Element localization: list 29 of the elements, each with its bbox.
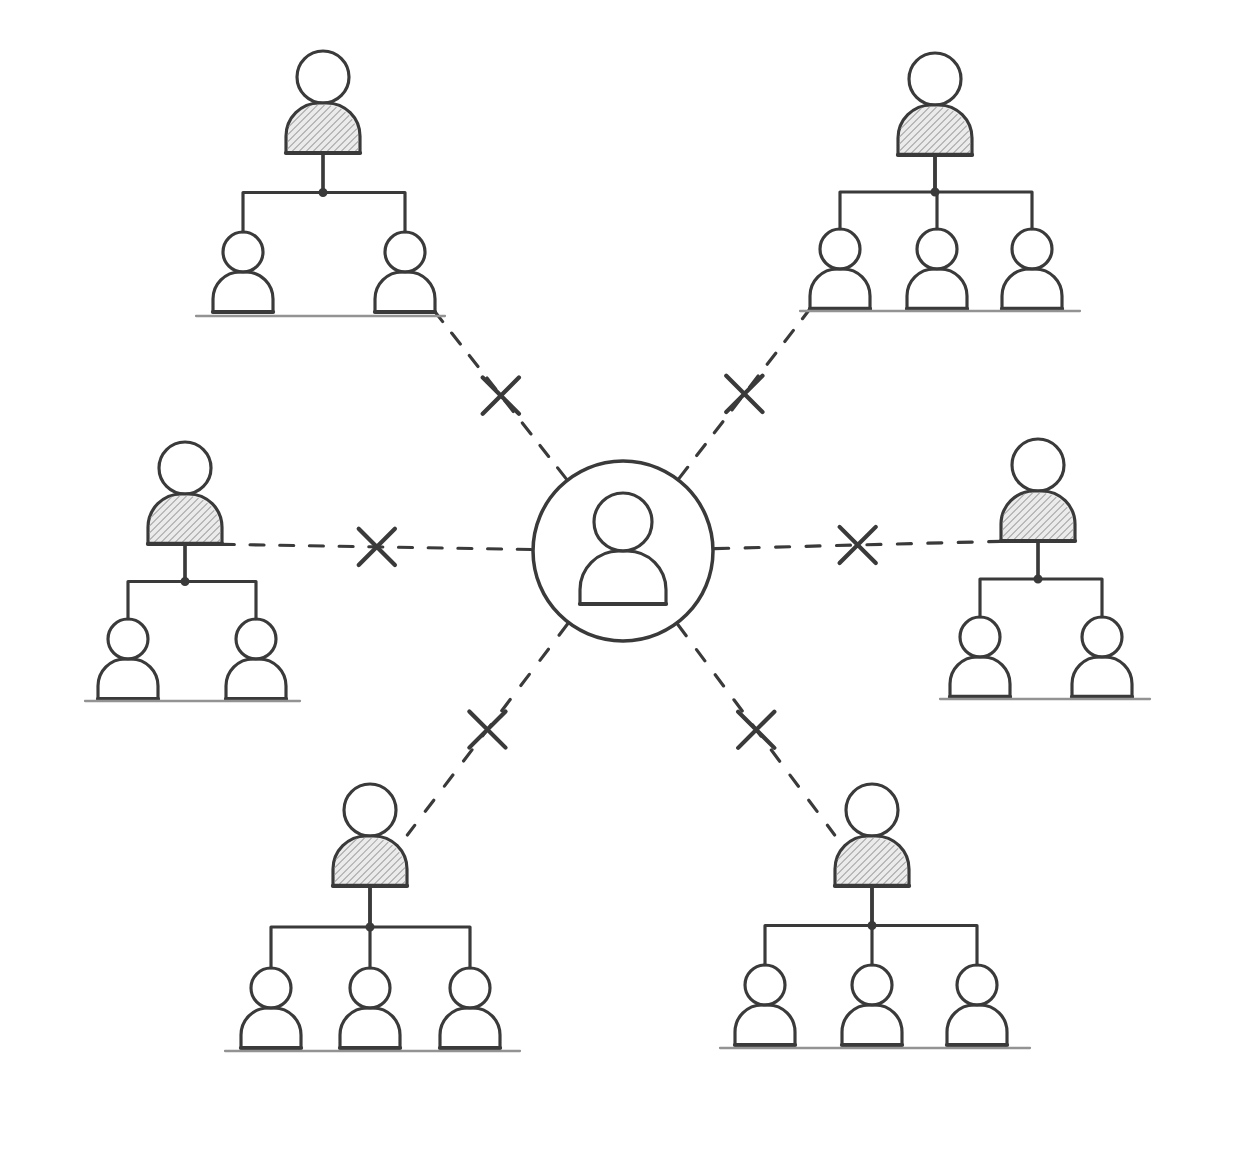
person-icon [999, 227, 1065, 312]
person-icon [223, 617, 289, 702]
person-icon [437, 966, 503, 1051]
dashed-line [677, 307, 812, 480]
person-icon [372, 230, 438, 315]
person-icon [807, 227, 873, 312]
person-icon [839, 963, 905, 1048]
dashed-line [433, 310, 568, 481]
person-icon [330, 782, 410, 889]
person-icon [895, 51, 975, 158]
profile-ring [531, 459, 715, 643]
person-icon [944, 963, 1010, 1048]
person-icon [832, 782, 912, 889]
person-icon [210, 230, 276, 315]
dashed-line [405, 622, 570, 837]
person-icon [238, 966, 304, 1051]
person-icon [732, 963, 798, 1048]
dashed-line [713, 539, 1003, 551]
person-icon [947, 615, 1013, 700]
person-icon [283, 49, 363, 156]
person-icon [95, 617, 161, 702]
person-icon [904, 227, 970, 312]
dashed-line [676, 622, 837, 837]
person-icon [1069, 615, 1135, 700]
person-icon [998, 437, 1078, 544]
person-icon [577, 491, 669, 607]
person-icon [145, 440, 225, 547]
dashed-line [220, 542, 533, 552]
person-icon [337, 966, 403, 1051]
